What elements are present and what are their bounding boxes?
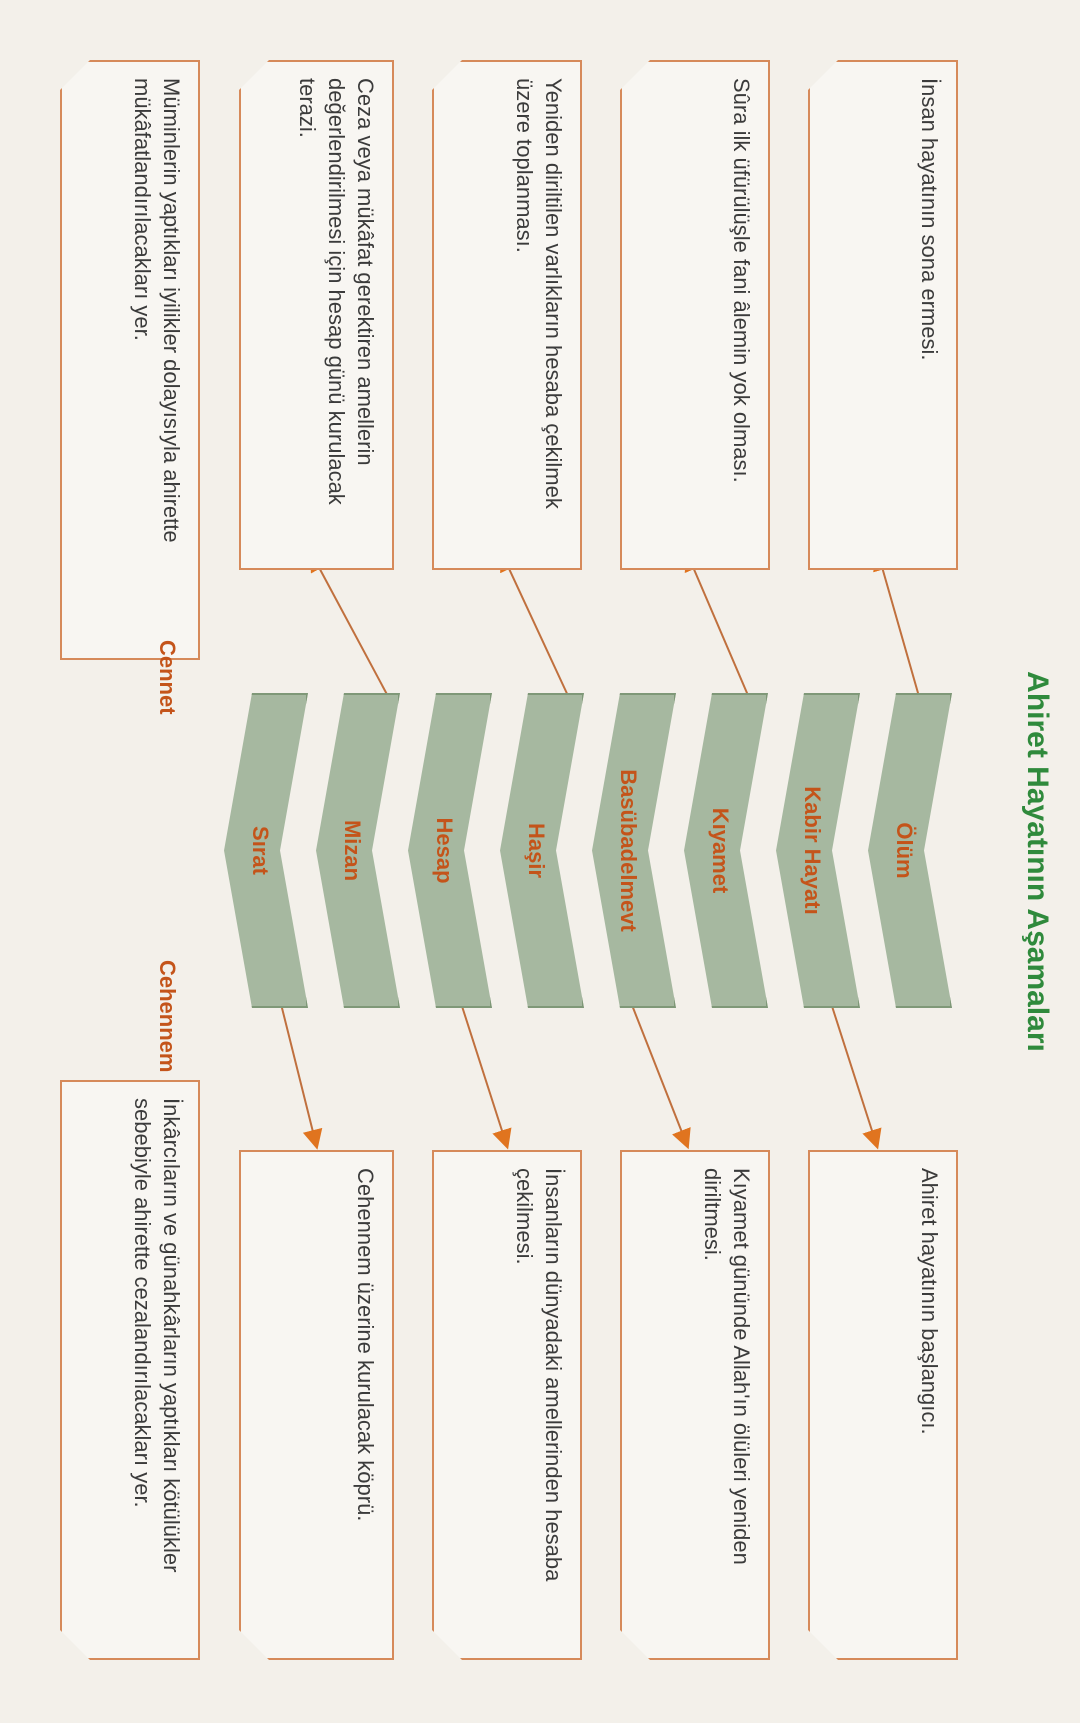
right-box-cehennem: İnkârcıların ve günahkârların yaptıkları… bbox=[60, 1080, 200, 1660]
right-box-kabir: Ahiret hayatının başlangıcı. bbox=[808, 1150, 958, 1660]
stage-kabir-hayati: Kabir Hayatı bbox=[772, 693, 860, 1008]
stage-chevrons: Ölüm Kabir Hayatı Kıyamet Basübadelmevt … bbox=[216, 693, 952, 1008]
left-box-hasir: Yeniden diriltilen varlıkların hesaba çe… bbox=[432, 60, 582, 570]
destination-cehennem: Cehennem bbox=[155, 960, 180, 1073]
left-box-olum: İnsan hayatının sona ermesi. bbox=[808, 60, 958, 570]
connector-hesap bbox=[459, 999, 512, 1150]
stage-olum: Ölüm bbox=[864, 693, 952, 1008]
stage-kiyamet: Kıyamet bbox=[680, 693, 768, 1008]
stage-mizan: Mizan bbox=[312, 693, 400, 1008]
right-box-basubadelmevt: Kıyamet gününde Allah'ın ölüleri yeniden… bbox=[620, 1150, 770, 1660]
stage-basubadelmevt: Basübadelmevt bbox=[588, 693, 676, 1008]
stage-hasir: Haşir bbox=[496, 693, 584, 1008]
stage-sirat: Sırat bbox=[220, 693, 308, 1008]
right-box-hesap: İnsanların dünyadaki amellerinden hesaba… bbox=[432, 1150, 582, 1660]
connector-hasir bbox=[500, 550, 571, 701]
left-box-mizan: Ceza veya mükâfat gerektiren amellerin d… bbox=[239, 60, 394, 570]
connector-mizan bbox=[310, 551, 391, 701]
connector-kabir bbox=[829, 999, 882, 1150]
connector-sirat bbox=[279, 999, 323, 1150]
destination-cennet: Cennet bbox=[155, 640, 180, 715]
stage-hesap: Hesap bbox=[404, 693, 492, 1008]
connector-olum bbox=[873, 550, 921, 701]
right-box-sirat: Cehennem üzerine kurulacak köprü. bbox=[239, 1150, 394, 1660]
left-box-cennet: Müminlerin yaptıkları iyilikler dolayısı… bbox=[60, 60, 200, 660]
connector-kiyamet bbox=[684, 550, 751, 701]
connector-basubadelmevt bbox=[629, 999, 691, 1150]
left-box-kiyamet: Sûra ilk üfürülüşle fani âlemin yok olma… bbox=[620, 60, 770, 570]
